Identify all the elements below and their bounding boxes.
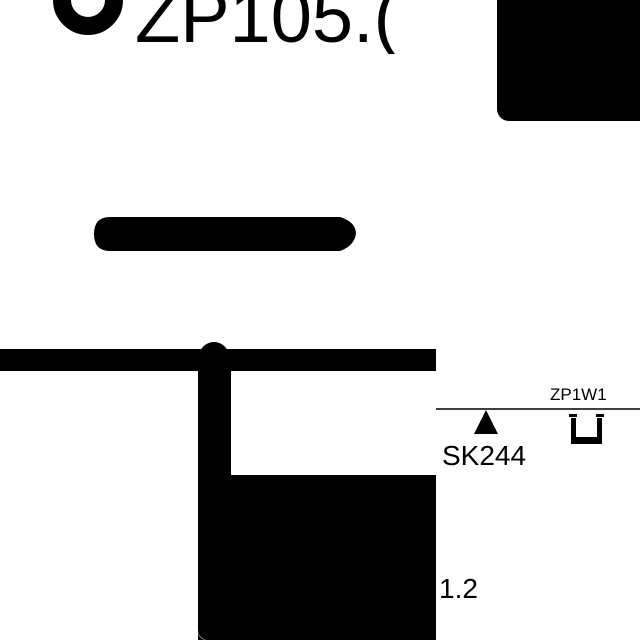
circle-symbol bbox=[53, 0, 123, 35]
bottom-block-body bbox=[198, 475, 436, 640]
well-symbol-icon bbox=[569, 414, 604, 444]
well-label: ZP1W1 bbox=[550, 385, 607, 404]
left-zoom-panel bbox=[0, 0, 436, 640]
marker-label: SK244 bbox=[442, 440, 527, 471]
zoomed-title-text: ZP105.( bbox=[135, 0, 399, 58]
floating-bar-shape bbox=[94, 217, 356, 251]
triangle-marker-icon bbox=[474, 410, 498, 434]
right-overview-panel bbox=[436, 408, 640, 444]
top-right-block bbox=[497, 0, 640, 121]
value-label: 1.2 bbox=[439, 573, 478, 604]
